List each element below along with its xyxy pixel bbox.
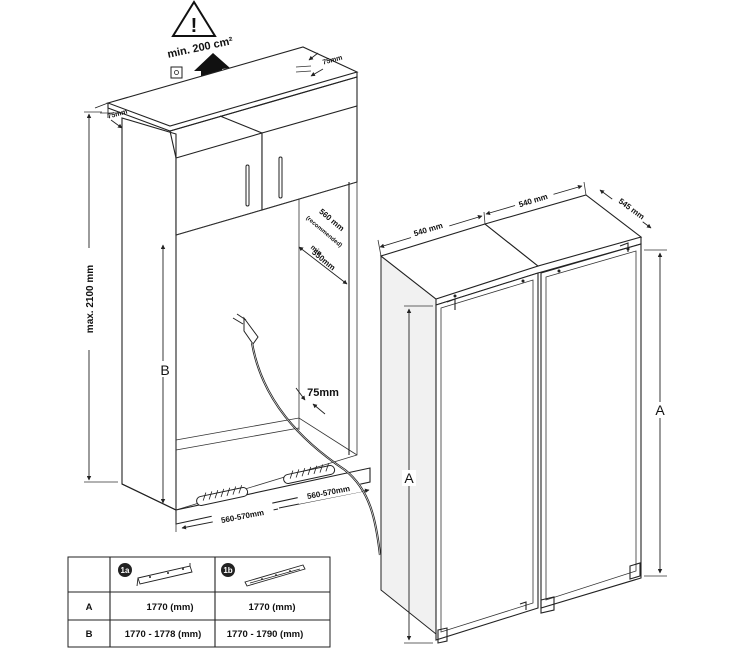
rear-clearance-label: 75mm	[307, 387, 339, 399]
vent-grille-right	[283, 463, 336, 484]
depth-min-value: 550mm	[310, 248, 337, 273]
row-value-1a: 1770 - 1778 (mm)	[125, 629, 202, 640]
bracket-1a-icon	[136, 563, 193, 587]
label-b: B	[160, 362, 169, 378]
row-value-1b: 1770 - 1790 (mm)	[227, 629, 304, 640]
table-row: B 1770 - 1778 (mm) 1770 - 1790 (mm)	[86, 629, 304, 640]
niche-cabinet	[106, 46, 371, 525]
row-value-1b: 1770 (mm)	[249, 602, 296, 613]
svg-text:1b: 1b	[223, 566, 232, 575]
power-cable	[232, 313, 382, 556]
svg-text:1a: 1a	[121, 566, 130, 575]
table-row: A 1770 (mm) 1770 (mm)	[86, 602, 296, 613]
table-header-1b: 1b	[221, 563, 306, 587]
row-label: A	[86, 602, 93, 613]
vent-area-label: min. 200 cm²	[166, 35, 234, 61]
bracket-1b-icon	[244, 564, 306, 587]
label-a-right: A	[655, 402, 665, 418]
side-by-side-fridges	[379, 194, 643, 644]
row-value-1a: 1770 (mm)	[147, 602, 194, 613]
height-max-label: max. 2100 mm	[85, 265, 96, 333]
table-header-1a: 1a	[118, 563, 193, 587]
svg-text:!: !	[191, 15, 198, 37]
vent-grille-left	[196, 485, 249, 506]
dimension-table: 1a 1b A 1770 (mm) 1770 (mm) B 1770	[67, 556, 331, 648]
label-a-left: A	[404, 470, 414, 486]
power-socket-icon	[170, 66, 183, 79]
warning-triangle-icon: !	[171, 0, 217, 37]
top-clearance-left-label: 75mm	[107, 109, 128, 121]
row-label: B	[86, 629, 93, 640]
top-clearance-right-label: 75mm	[322, 55, 343, 67]
